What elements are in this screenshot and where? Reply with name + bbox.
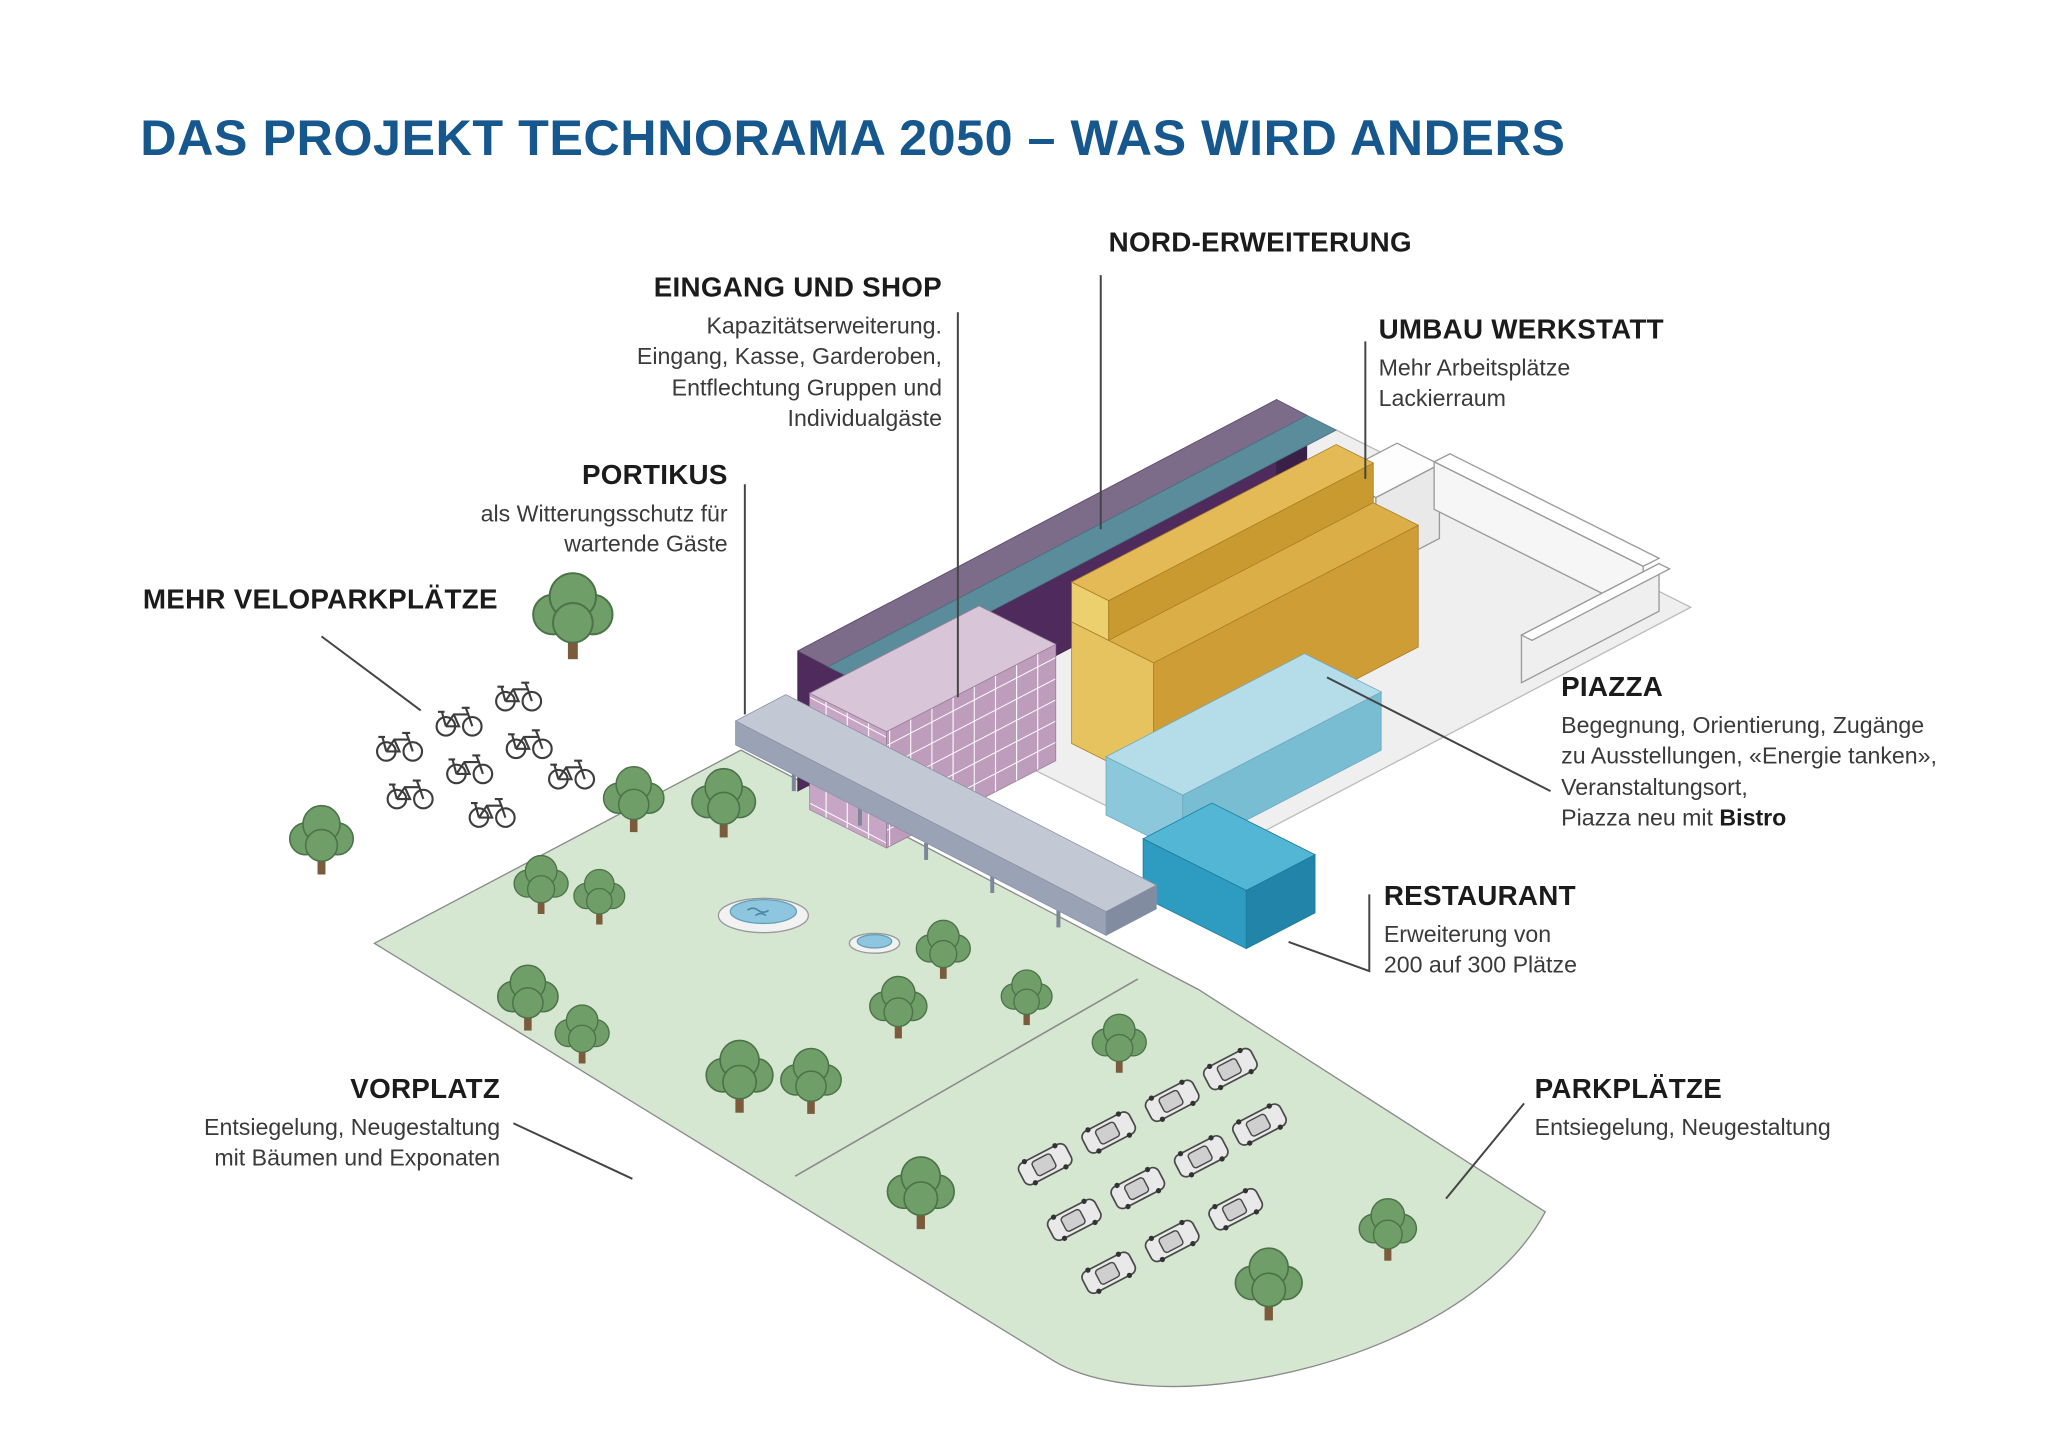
label-restaurant: RESTAURANT Erweiterung von 200 auf 300 P… bbox=[1384, 881, 1577, 981]
bicycles-group bbox=[375, 681, 596, 828]
label-title: PIAZZA bbox=[1561, 672, 1664, 703]
label-body: Entsiegelung, Neugestaltung bbox=[1534, 1113, 1831, 1141]
label-body: Mehr Arbeitsplätze Lackierraum bbox=[1378, 354, 1571, 412]
building-restaurant bbox=[1142, 802, 1316, 950]
lawn bbox=[373, 749, 1547, 1388]
label-title: RESTAURANT bbox=[1383, 881, 1576, 912]
label-title: NORD-ERWEITERUNG bbox=[1108, 227, 1412, 258]
label-body-tail-text: Piazza neu mit bbox=[1561, 804, 1720, 831]
label-parkplaetze: PARKPLÄTZE Entsiegelung, Neugestaltung bbox=[1535, 1074, 1831, 1143]
portikus-platform bbox=[734, 694, 1158, 937]
label-body: Begegnung, Orientierung, Zugänge zu Auss… bbox=[1561, 711, 1937, 800]
label-title: MEHR VELOPARKPLÄTZE bbox=[142, 584, 498, 616]
label-title: UMBAU WERKSTATT bbox=[1378, 314, 1664, 346]
leader-velo bbox=[320, 635, 422, 712]
label-vorplatz: VORPLATZ Entsiegelung, Neugestaltung mit… bbox=[204, 1074, 500, 1174]
label-nord-erweiterung: NORD-ERWEITERUNG bbox=[1109, 228, 1412, 266]
label-title: PORTIKUS bbox=[581, 460, 728, 491]
building-piazza-hall bbox=[1070, 444, 1420, 786]
label-title: EINGANG UND SHOP bbox=[653, 272, 942, 303]
label-body: Erweiterung von 200 auf 300 Plätze bbox=[1383, 920, 1577, 979]
leader-vorplatz bbox=[512, 1122, 633, 1180]
label-body-tail: Piazza neu mit Bistro bbox=[1561, 803, 1937, 834]
label-body: Entsiegelung, Neugestaltung mit Bäumen u… bbox=[204, 1113, 501, 1172]
page-title: DAS PROJEKT TECHNORAMA 2050 – WAS WIRD A… bbox=[140, 111, 1566, 167]
label-eingang-und-shop: EINGANG UND SHOP Kapazitätserweiterung. … bbox=[637, 273, 942, 434]
leader-parkplaetze bbox=[1445, 1102, 1525, 1200]
leader-restaurant bbox=[1288, 894, 1371, 973]
label-title: PARKPLÄTZE bbox=[1534, 1074, 1723, 1105]
fountain-large bbox=[717, 897, 810, 934]
label-body: als Witterungsschutz für wartende Gäste bbox=[480, 500, 728, 558]
label-body-tail-bold: Bistro bbox=[1719, 804, 1787, 831]
label-title: VORPLATZ bbox=[350, 1074, 501, 1105]
fountain-small bbox=[848, 932, 901, 954]
vorplatz-parkplatz-divider bbox=[794, 978, 1139, 1177]
label-piazza: PIAZZA Begegnung, Orientierung, Zugänge … bbox=[1561, 672, 1937, 833]
label-body: Kapazitätserweiterung. Eingang, Kasse, G… bbox=[636, 312, 942, 432]
label-umbau-werkstatt: UMBAU WERKSTATT Mehr Arbeitsplätze Lacki… bbox=[1379, 315, 1664, 415]
leader-piazza bbox=[1326, 676, 1552, 793]
label-mehr-veloparkplaetze: MEHR VELOPARKPLÄTZE bbox=[143, 585, 498, 623]
leader-lines bbox=[320, 275, 1552, 1200]
label-portikus: PORTIKUS als Witterungsschutz für warten… bbox=[481, 460, 728, 560]
